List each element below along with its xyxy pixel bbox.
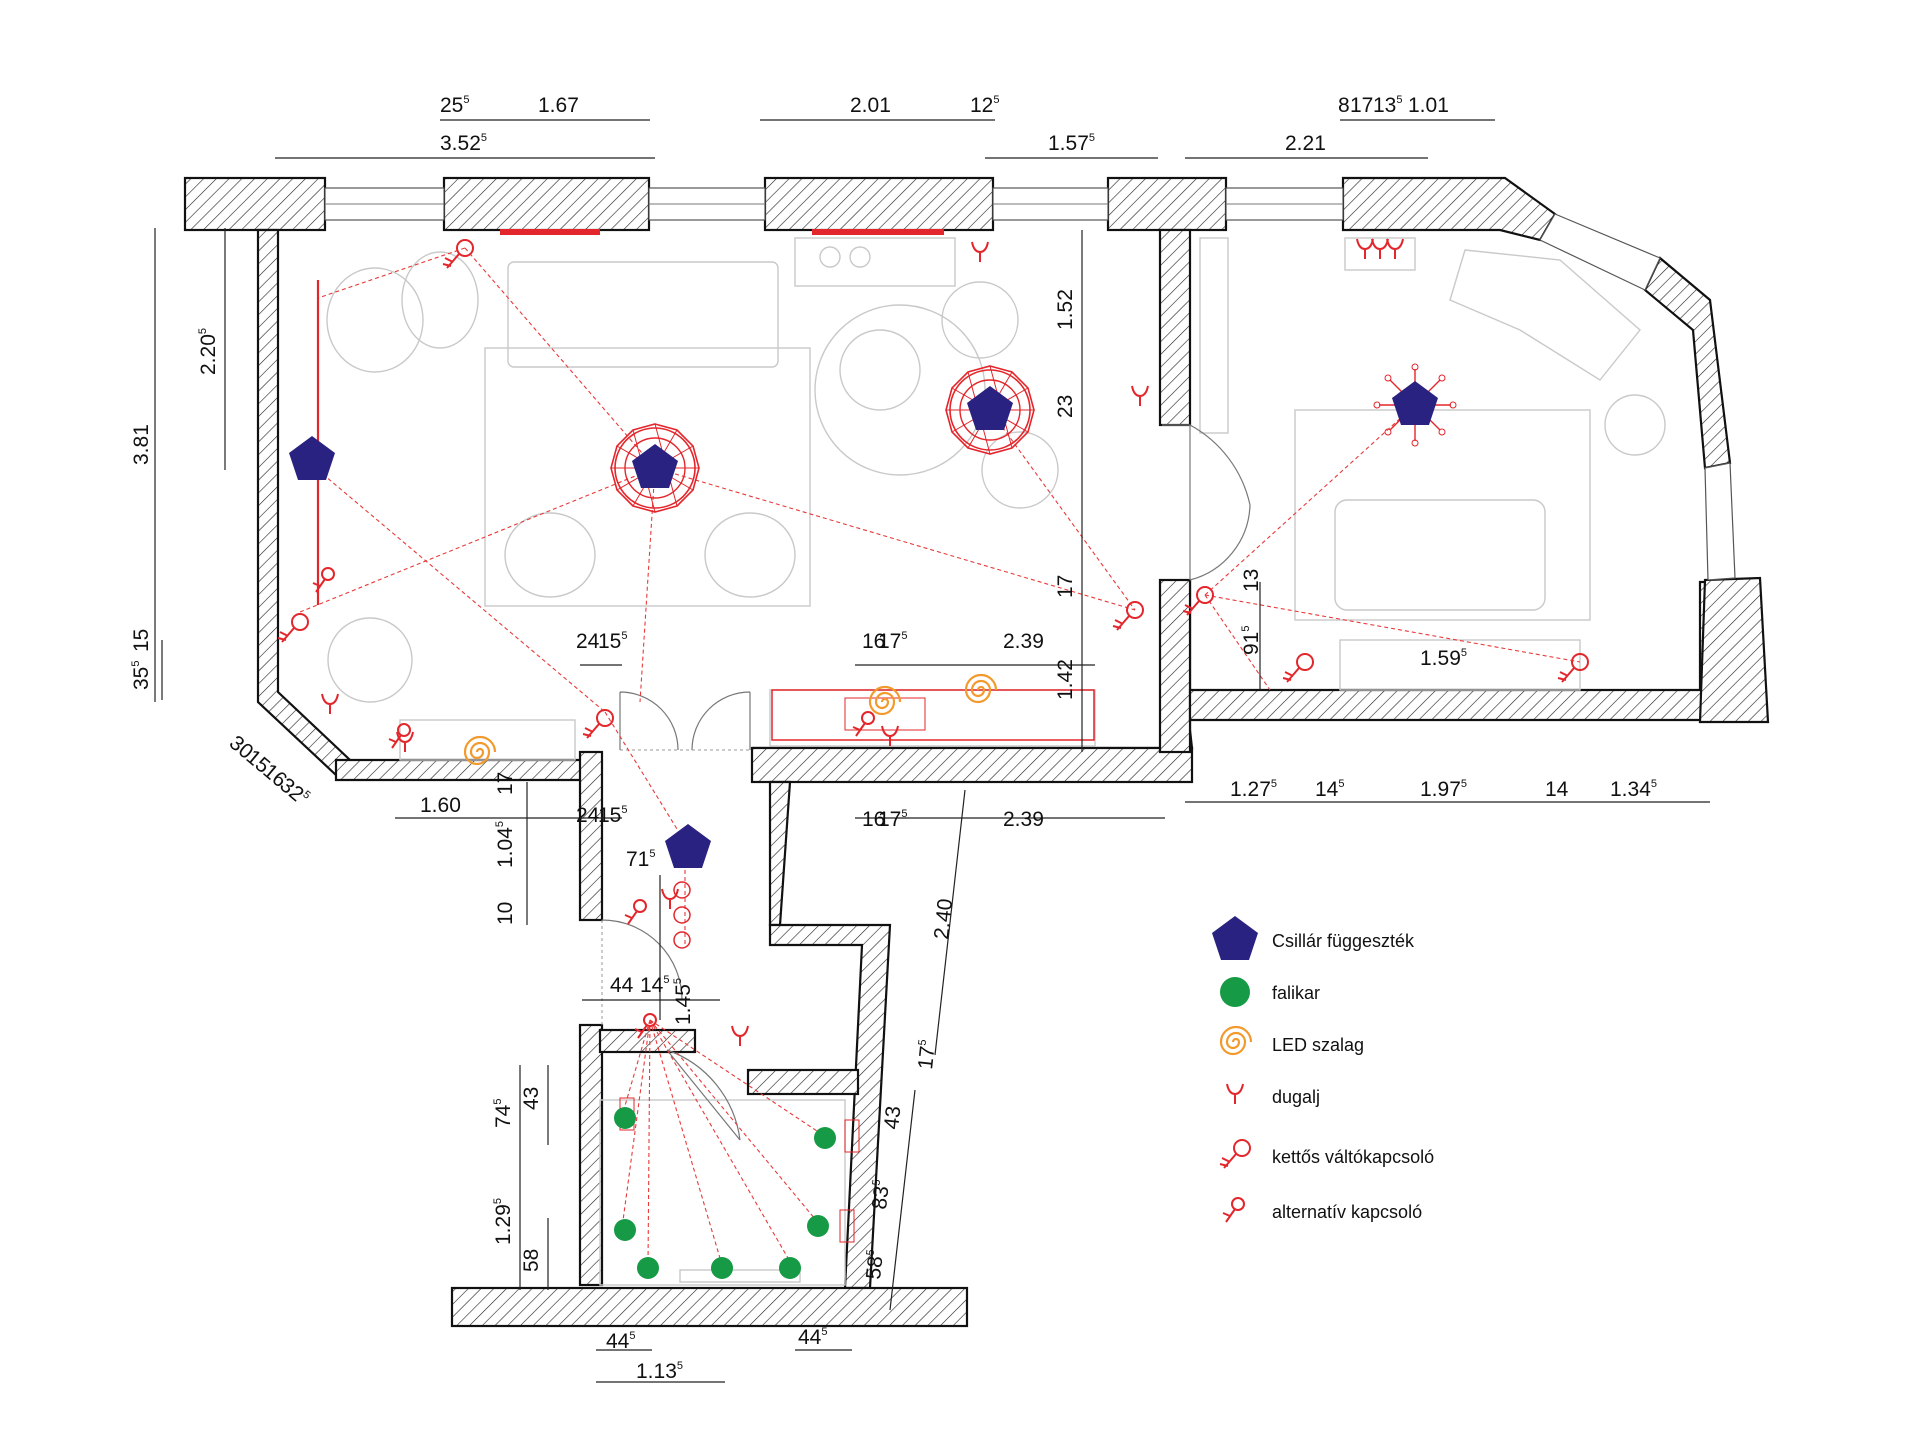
svg-text:14: 14 — [1545, 778, 1569, 801]
svg-text:1.045: 1.045 — [494, 821, 517, 868]
wall-lamp — [779, 1257, 801, 1279]
light-fixtures — [289, 363, 1457, 1279]
svg-text:falikar: falikar — [1272, 983, 1320, 1003]
svg-text:44: 44 — [610, 974, 634, 997]
doors — [601, 424, 1251, 1141]
svg-text:585: 585 — [862, 1249, 888, 1281]
svg-text:43: 43 — [520, 1087, 543, 1110]
svg-text:8: 8 — [1338, 94, 1350, 117]
svg-text:13: 13 — [1240, 569, 1263, 592]
svg-text:2.21: 2.21 — [1285, 132, 1326, 155]
legend-item-led: LED szalag — [1219, 1025, 1364, 1056]
svg-text:1.67: 1.67 — [538, 94, 579, 117]
svg-text:745: 745 — [492, 1099, 515, 1128]
svg-text:135: 135 — [1373, 94, 1402, 117]
svg-text:alternatív kapcsoló: alternatív kapcsoló — [1272, 1202, 1422, 1222]
svg-text:16: 16 — [862, 808, 885, 831]
svg-text:17: 17 — [1350, 94, 1373, 117]
svg-text:10: 10 — [494, 902, 517, 925]
svg-text:2.205: 2.205 — [197, 328, 220, 375]
svg-text:715: 715 — [626, 848, 655, 871]
svg-text:43: 43 — [880, 1105, 905, 1131]
legend-item-double-switch: kettős váltókapcsoló — [1219, 1139, 1434, 1169]
svg-text:2.40: 2.40 — [930, 897, 957, 940]
pentagon-icon — [1212, 916, 1258, 960]
svg-text:2.01: 2.01 — [850, 94, 891, 117]
svg-text:LED szalag: LED szalag — [1272, 1035, 1364, 1055]
svg-text:445: 445 — [798, 1326, 827, 1349]
svg-text:1.595: 1.595 — [1420, 647, 1467, 670]
wall-lamp — [614, 1219, 636, 1241]
chandelier-bedroom — [1392, 381, 1438, 425]
hall-chain — [673, 881, 691, 949]
svg-text:1.975: 1.975 — [1420, 778, 1467, 801]
walls — [183, 176, 1770, 1328]
wall-lamp — [711, 1257, 733, 1279]
wall-lamp — [814, 1127, 836, 1149]
svg-text:1.295: 1.295 — [492, 1198, 515, 1245]
windows — [324, 187, 1736, 581]
svg-text:3.525: 3.525 — [440, 132, 487, 155]
svg-text:58: 58 — [520, 1249, 543, 1272]
svg-text:355: 355 — [130, 661, 153, 690]
svg-text:155: 155 — [598, 804, 627, 827]
svg-text:175: 175 — [914, 1039, 940, 1071]
svg-text:1.345: 1.345 — [1610, 778, 1657, 801]
svg-text:155: 155 — [598, 630, 627, 653]
dimension-lines — [154, 119, 1710, 1383]
svg-text:2.39: 2.39 — [1003, 808, 1044, 831]
legend-item-chandelier: Csillár függeszték — [1212, 916, 1415, 960]
svg-text:17: 17 — [1054, 575, 1077, 598]
svg-text:15: 15 — [130, 629, 153, 652]
svg-text:1.52: 1.52 — [1054, 289, 1077, 330]
svg-text:dugalj: dugalj — [1272, 1087, 1320, 1107]
svg-text:255: 255 — [440, 94, 469, 117]
legend: Csillár függeszték falikar LED szalag du… — [1212, 916, 1434, 1223]
legend-item-wall-lamp: falikar — [1220, 977, 1320, 1007]
svg-text:kettős váltókapcsoló: kettős váltókapcsoló — [1272, 1147, 1434, 1167]
svg-text:1.42: 1.42 — [1054, 659, 1077, 700]
svg-text:145: 145 — [640, 974, 669, 997]
svg-text:17: 17 — [494, 772, 517, 795]
legend-item-switch: alternatív kapcsoló — [1222, 1197, 1422, 1223]
svg-text:145: 145 — [1315, 778, 1344, 801]
svg-text:445: 445 — [606, 1330, 635, 1353]
wall-lamp — [637, 1257, 659, 1279]
circle-icon — [1220, 977, 1250, 1007]
svg-text:23: 23 — [1054, 395, 1077, 418]
svg-text:835: 835 — [868, 1179, 894, 1211]
legend-item-socket: dugalj — [1226, 1083, 1320, 1107]
svg-text:175: 175 — [878, 808, 907, 831]
svg-text:1.455: 1.455 — [672, 978, 695, 1025]
switch-icon — [1222, 1197, 1245, 1223]
svg-text:1.01: 1.01 — [1408, 94, 1449, 117]
svg-text:1.275: 1.275 — [1230, 778, 1277, 801]
svg-text:1.575: 1.575 — [1048, 132, 1095, 155]
svg-text:3.81: 3.81 — [130, 424, 153, 465]
svg-text:24: 24 — [576, 804, 600, 827]
svg-text:125: 125 — [970, 94, 999, 117]
spiral-icon — [1219, 1025, 1253, 1056]
socket-icon — [1226, 1083, 1244, 1105]
svg-text:2.39: 2.39 — [1003, 630, 1044, 653]
wiring — [299, 247, 1581, 1266]
wall-lamp — [807, 1215, 829, 1237]
wall-lamp — [614, 1107, 636, 1129]
led-strip-kitchen-a — [868, 685, 902, 716]
furniture — [326, 237, 1666, 1286]
double-switch-icon — [1219, 1139, 1251, 1169]
svg-text:915: 915 — [1240, 626, 1263, 655]
led-strip-kitchen-b — [964, 673, 998, 704]
svg-text:175: 175 — [878, 630, 907, 653]
svg-text:1.135: 1.135 — [636, 1360, 683, 1383]
chandelier-hall — [665, 824, 711, 868]
chandelier-living-left — [289, 436, 335, 480]
svg-text:16: 16 — [862, 630, 885, 653]
svg-text:24: 24 — [576, 630, 600, 653]
svg-text:Csillár függeszték: Csillár függeszték — [1272, 931, 1415, 951]
dimension-labels: 255 1.67 2.01 125 3.525 1.575 8 17 135 1… — [130, 94, 1657, 1383]
svg-text:1.60: 1.60 — [420, 794, 461, 817]
